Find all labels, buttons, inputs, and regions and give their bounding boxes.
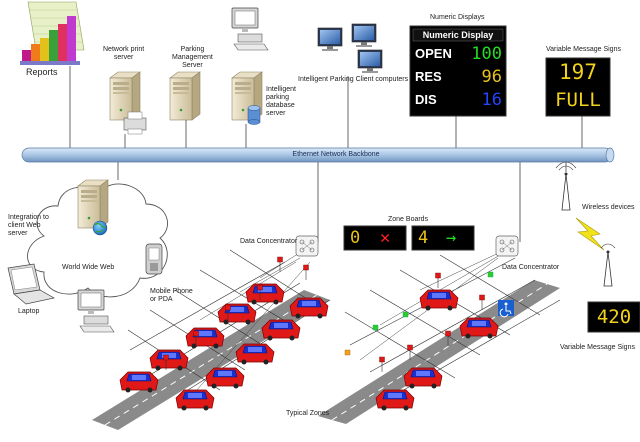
car-icon bbox=[185, 327, 225, 349]
laptop-label: Laptop bbox=[18, 308, 40, 315]
car-icon bbox=[149, 349, 189, 371]
mobile-phone-icon bbox=[145, 243, 163, 275]
wireless-label: Wireless devices bbox=[582, 204, 635, 211]
management-server-icon bbox=[169, 71, 201, 121]
client-computer-icon bbox=[357, 49, 383, 74]
web-integration-label: Integration to client Web server bbox=[8, 214, 49, 237]
client-computers-label: Intelligent Parking Client computers bbox=[298, 76, 409, 83]
vms-top-line1: 197 bbox=[559, 60, 597, 84]
car-icon bbox=[235, 343, 275, 365]
car-icon bbox=[245, 283, 285, 305]
sensor-lights bbox=[163, 256, 494, 373]
vms-sign-top bbox=[545, 57, 611, 117]
print-server-label: Network print server bbox=[103, 46, 145, 61]
database-icon bbox=[247, 105, 261, 125]
mobile-label: Mobile Phone or PDA bbox=[150, 288, 193, 303]
zone-board-right bbox=[411, 225, 475, 251]
vms-bottom-label: Variable Message Signs bbox=[560, 344, 635, 351]
car-icon bbox=[289, 297, 329, 319]
reports-label: Reports bbox=[26, 67, 58, 77]
numeric-display-board bbox=[409, 25, 507, 117]
numeric-display-row-value: 96 bbox=[481, 67, 502, 87]
lightning-icon bbox=[575, 217, 605, 251]
numeric-display-header: Numeric Display bbox=[422, 30, 494, 40]
numeric-display-row-value: 16 bbox=[481, 90, 502, 110]
management-server-label: Parking Management Server bbox=[172, 46, 213, 69]
car-icon bbox=[119, 371, 159, 393]
numeric-display-row-label: DIS bbox=[415, 92, 437, 107]
wheelchair-icon bbox=[498, 300, 514, 318]
data-concentrator-icon bbox=[495, 235, 519, 257]
web-server-icon bbox=[77, 179, 109, 229]
numeric-display-row-label: RES bbox=[415, 69, 442, 84]
car-icon bbox=[261, 319, 301, 341]
client-computer-icon bbox=[351, 23, 377, 48]
numeric-displays-label: Numeric Displays bbox=[430, 14, 485, 21]
reports-chart-icon bbox=[20, 1, 85, 65]
client-computer-icon bbox=[317, 27, 343, 52]
car-icon bbox=[419, 289, 459, 311]
numeric-display-row-value: 100 bbox=[471, 44, 502, 64]
zone-board-right-arrow: → bbox=[446, 228, 457, 248]
numeric-display-row-label: OPEN bbox=[415, 46, 452, 61]
zone-board-left-number: 0 bbox=[350, 228, 361, 248]
car-icon bbox=[459, 317, 499, 339]
backbone-label: Ethernet Network Backbone bbox=[292, 151, 380, 158]
ethernet-backbone bbox=[21, 147, 615, 163]
vms-top-label: Variable Message Signs bbox=[546, 46, 621, 53]
zone-boards-label: Zone Boards bbox=[388, 216, 429, 223]
vms-sign-bottom bbox=[587, 301, 640, 333]
car-icon bbox=[205, 367, 245, 389]
zone-board-left bbox=[343, 225, 407, 251]
zone-board-right-number: 4 bbox=[418, 228, 429, 248]
server-connectors bbox=[69, 66, 583, 242]
globe-icon bbox=[92, 220, 108, 236]
vms-top-line2: FULL bbox=[555, 89, 601, 111]
laptop-icon bbox=[7, 263, 55, 305]
www-label: World Wide Web bbox=[62, 264, 115, 271]
antenna-icon bbox=[600, 243, 616, 287]
car-icon bbox=[403, 367, 443, 389]
admin-computer-icon bbox=[231, 7, 269, 51]
concentrator-right-label: Data Concentrator bbox=[502, 264, 560, 271]
cloud-icon bbox=[27, 183, 168, 298]
car-icon bbox=[375, 389, 415, 411]
printer-icon bbox=[123, 111, 147, 135]
concentrator-left-label: Data Concentrator bbox=[240, 238, 298, 245]
car-icon bbox=[175, 389, 215, 411]
typical-zones-label: Typical Zones bbox=[286, 410, 330, 417]
data-concentrator-icon bbox=[295, 235, 319, 257]
vms-bottom-value: 420 bbox=[596, 306, 632, 328]
database-server-label: Intelligent parking database server bbox=[266, 86, 296, 117]
car-icon bbox=[217, 303, 257, 325]
antenna-icon bbox=[555, 161, 577, 211]
zone-board-left-arrow: ✕ bbox=[380, 228, 391, 248]
